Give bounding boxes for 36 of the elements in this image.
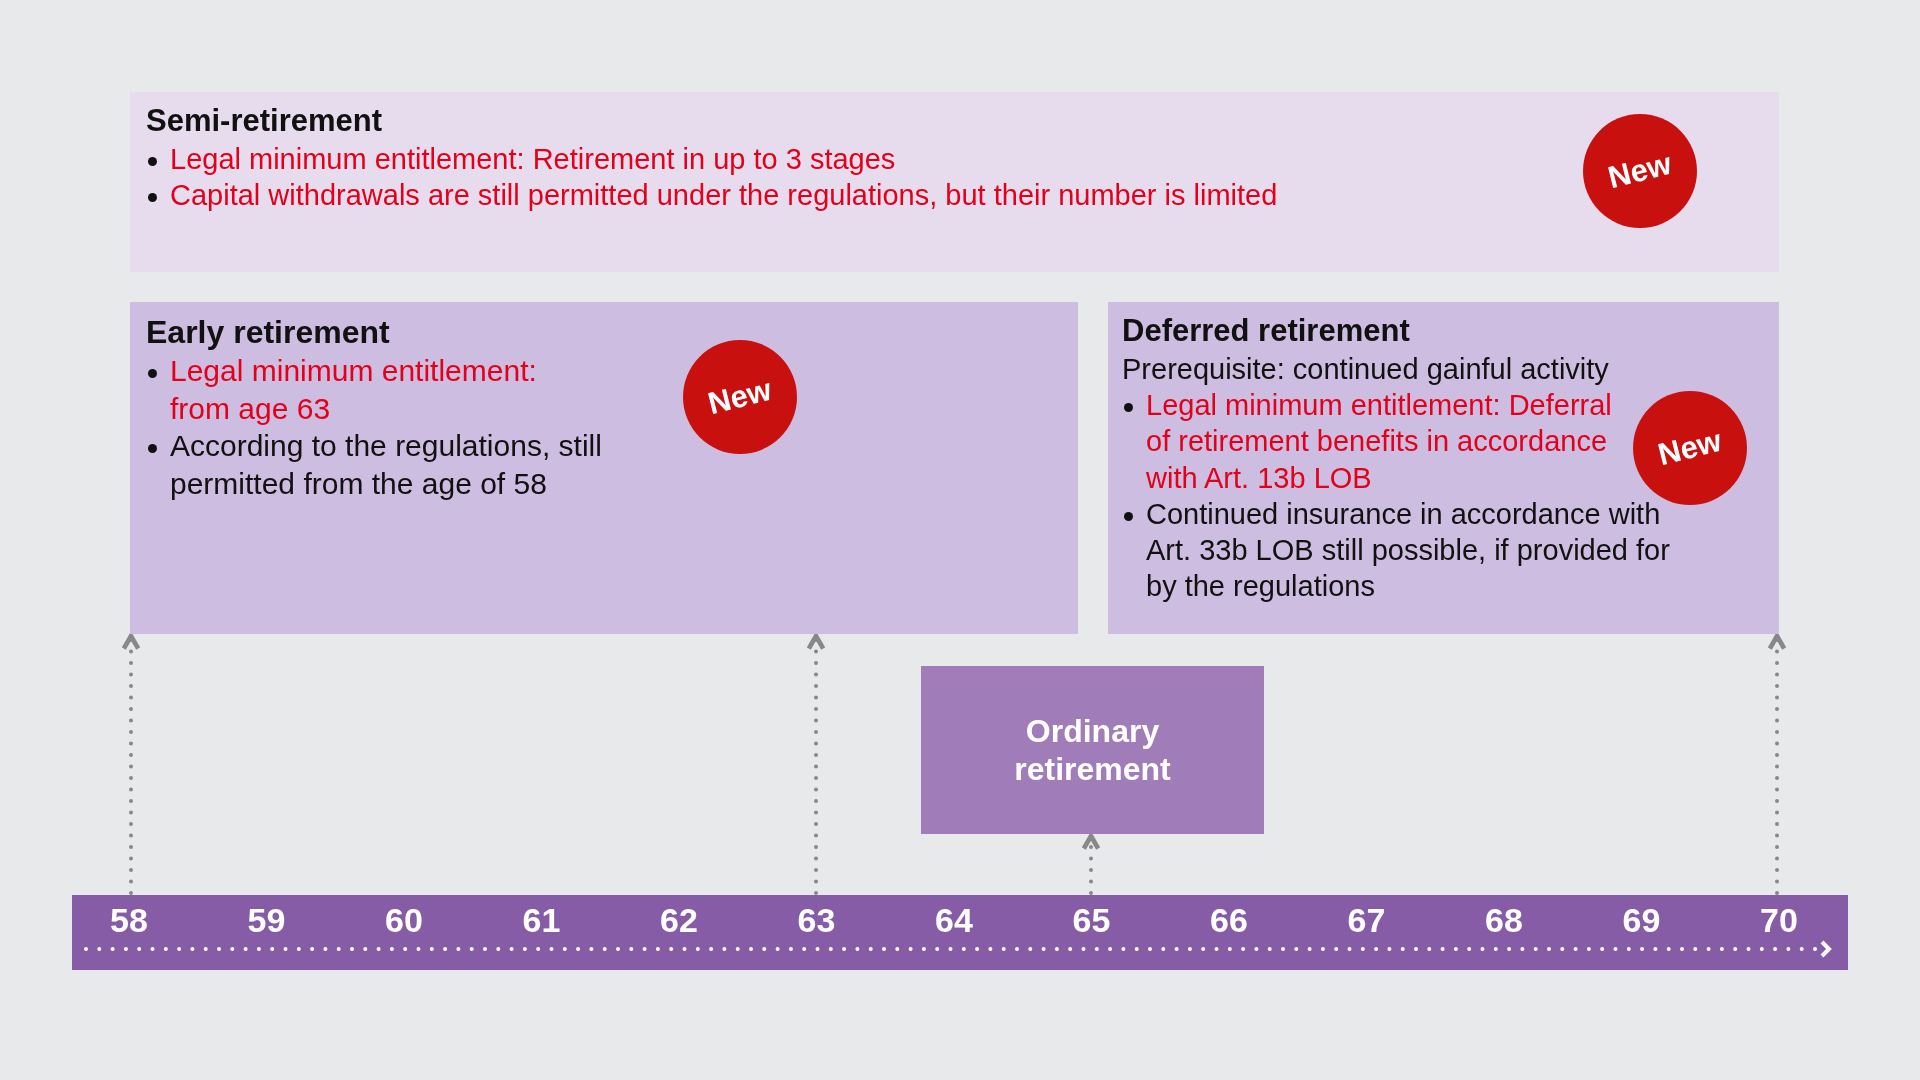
age-label: 59: [246, 901, 287, 940]
age-label: 64: [934, 901, 974, 940]
panel-heading: Early retirement: [146, 313, 391, 352]
info-panel: [130, 92, 1779, 272]
badge-label: New: [1654, 422, 1726, 474]
age-label: 67: [1346, 901, 1387, 940]
bullet-text: Legal minimum entitlement: Retirement in up to 3 stages: [170, 142, 896, 175]
dotted-arrow: [806, 633, 826, 895]
bullet-text: According to the regulations, still permitted from the age of 58: [170, 429, 602, 500]
age-label: 70: [1759, 901, 1799, 940]
info-panel: [130, 302, 1078, 634]
ordinary-retirement-box: [921, 666, 1264, 834]
age-label: 65: [1071, 901, 1112, 940]
bullet-text: Legal minimum entitlement: from age 63: [170, 354, 537, 425]
timeline-bar: [72, 895, 1848, 970]
note-text: Prerequisite: continued gainful activity: [1122, 351, 1610, 387]
age-label: 69: [1621, 901, 1662, 940]
age-label: 68: [1484, 901, 1524, 940]
dotted-arrow: [1081, 833, 1101, 895]
badge-label: New: [704, 371, 776, 423]
age-label: 61: [521, 901, 562, 940]
age-label: 62: [659, 901, 699, 940]
badge-label: New: [1604, 145, 1676, 197]
bullet-text: Legal minimum entitlement: Deferral of retirement benefits in accordance with Art. 13b LOB: [1146, 389, 1612, 494]
box-label: Ordinary retirement: [1013, 711, 1172, 789]
panel-heading: Semi-retirement: [146, 102, 384, 140]
dotted-arrow: [1767, 633, 1787, 895]
info-panel: [1108, 302, 1779, 634]
age-label: 58: [109, 901, 149, 940]
age-label: 63: [796, 901, 837, 940]
bullet-text: Capital withdrawals are still permitted under the regulations, but their number is limited: [170, 179, 1278, 211]
age-label: 60: [384, 901, 424, 940]
panel-heading: Deferred retirement: [1122, 312, 1411, 350]
dotted-arrow: [121, 633, 141, 895]
bullet-text: Continued insurance in accordance with Art. 33b LOB still possible, if provided for by the regulations: [1146, 497, 1670, 603]
age-label: 66: [1209, 901, 1249, 940]
